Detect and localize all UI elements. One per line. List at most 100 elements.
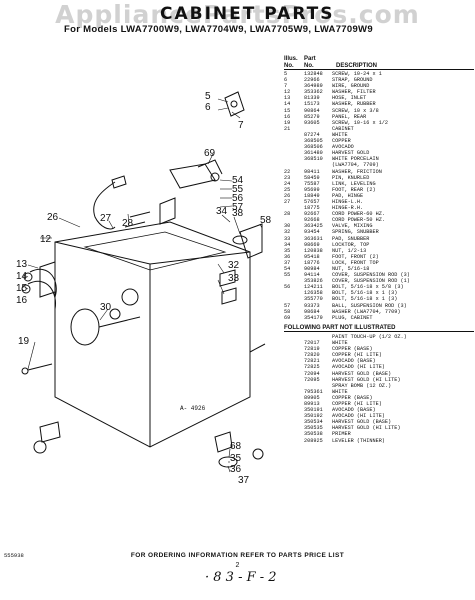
- callout-5: 5: [205, 91, 211, 102]
- part-number: 92667: [304, 211, 320, 218]
- callout-54: 54: [232, 175, 244, 186]
- header-illus: Illus.: [284, 56, 298, 62]
- part-number: 350538: [304, 431, 323, 438]
- part-number: 72821: [304, 358, 320, 365]
- part-number: 126358: [304, 290, 323, 297]
- part-description: HARVEST GOLD (BASE): [332, 419, 392, 426]
- part-number: 18776: [304, 259, 320, 266]
- callout-55: 55: [232, 184, 244, 195]
- part-number: 208925: [304, 437, 323, 444]
- part-description: SCREW, 10 x 3/8: [332, 107, 379, 114]
- part-number: 361480: [304, 150, 323, 157]
- footer-note: FOR ORDERING INFORMATION REFER TO PARTS …: [130, 552, 345, 559]
- part-number: 89913: [304, 400, 320, 407]
- part-description: WHITE: [332, 388, 348, 395]
- illus-number: 36: [284, 253, 291, 260]
- part-number: 354179: [304, 314, 323, 321]
- part-description: AVOCADO (BASE): [332, 407, 376, 414]
- model-list: For Models LWA7700W9, LWA7704W9, LWA7705…: [64, 24, 373, 35]
- part-number: 15173: [304, 101, 320, 108]
- part-description: COPPER: [332, 138, 351, 145]
- header-part: Part: [304, 56, 316, 62]
- part-number: 72017: [304, 340, 320, 347]
- exploded-diagram: 5 6 7 69 54 55 56 57 28 27 26 12 13 14 1…: [16, 91, 272, 486]
- part-number: 350534: [304, 419, 323, 426]
- callout-19: 19: [18, 336, 30, 347]
- callout-28: 28: [122, 218, 134, 229]
- header-no2: No.: [304, 62, 314, 69]
- part-number: 124211: [304, 284, 323, 291]
- part-row: 350191 AVOCADO (BASE): [284, 407, 474, 413]
- part-number: 72095: [304, 376, 320, 383]
- part-number: 350191: [304, 407, 323, 414]
- part-description: (LWA7704, 7709): [332, 162, 379, 169]
- part-number: 132848: [304, 71, 323, 77]
- part-number: 368505: [304, 138, 323, 145]
- part-number: 22966: [304, 77, 320, 84]
- part-number: 355770: [304, 296, 323, 303]
- document-code: 555938: [4, 552, 24, 559]
- part-number: 92668: [304, 217, 320, 224]
- part-description: BOLT, 5/16-18 x 1 (3): [332, 296, 398, 303]
- callout-35: 35: [230, 453, 242, 464]
- part-description: WIRE, GROUND: [332, 83, 370, 90]
- part-description: PIN, KNURLED: [332, 174, 370, 181]
- part-number: 353826: [304, 278, 323, 285]
- illus-number: 33: [284, 235, 291, 242]
- part-number: 90864: [304, 107, 320, 114]
- part-description: BALL, SUSPENSION ROD (3): [332, 302, 407, 309]
- part-row: 368505 COPPER: [284, 138, 474, 144]
- part-description: FOOT, REAR (2): [332, 186, 376, 193]
- callout-6: 6: [205, 102, 211, 113]
- part-description: HARVEST GOLD (HI LITE): [332, 376, 401, 383]
- part-number: 98669: [304, 241, 320, 248]
- part-number: 75587: [304, 180, 320, 187]
- part-description: SCREW, 10-16 x 1/2: [332, 119, 389, 126]
- part-row: (LWA7704, 7709): [284, 162, 474, 168]
- part-description: PAD, HINGE: [332, 192, 364, 199]
- part-description: CORD POWER-50 HZ.: [332, 217, 385, 224]
- watermark: AppliancePartsPros.com: [55, 0, 420, 29]
- part-description: STRAP, GROUND: [332, 77, 373, 84]
- part-description: WHITE PORCELAIN: [332, 156, 379, 163]
- part-description: COPPER (BASE): [332, 346, 373, 353]
- part-description: WASHER, FRICTION: [332, 168, 382, 175]
- part-description: WHITE: [332, 131, 348, 138]
- part-description: COPPER (BASE): [332, 394, 373, 401]
- part-description: HINGE-R.H.: [332, 205, 364, 212]
- part-number: 81339: [304, 95, 320, 102]
- part-number: 72825: [304, 364, 320, 371]
- part-description: WASHER, FILTER: [332, 89, 376, 96]
- part-description: LOCKTOR, TOP: [332, 241, 370, 248]
- illus-number: 56: [284, 284, 291, 291]
- part-number: 58459: [304, 174, 320, 181]
- rear-foot: [214, 431, 233, 453]
- part-row: SPRAY BOMB (12 OZ.): [284, 383, 474, 389]
- callout-69: 69: [204, 148, 216, 159]
- part-description: AVOCADO (HI LITE): [332, 413, 385, 420]
- callout-12: 12: [40, 234, 52, 245]
- part-description: CORD POWER-60 HZ.: [332, 211, 385, 218]
